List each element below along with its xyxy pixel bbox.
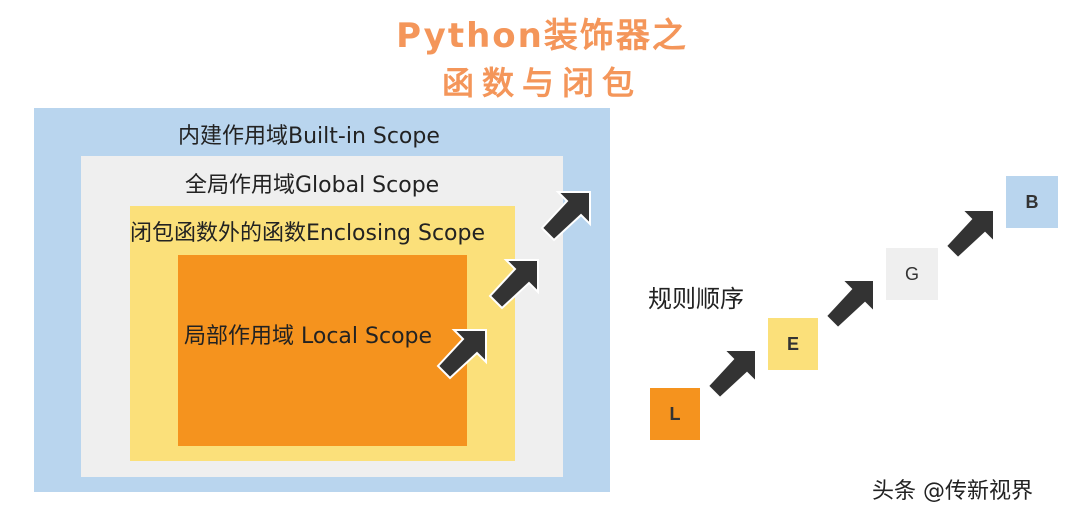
local-scope-label: 局部作用域 Local Scope bbox=[184, 324, 433, 349]
enclosing-scope-label: 闭包函数外的函数Enclosing Scope bbox=[130, 221, 486, 246]
arrow-up-right-icon bbox=[540, 188, 594, 242]
global-scope-label: 全局作用域Global Scope bbox=[185, 173, 440, 198]
builtin-scope-label: 内建作用域Built-in Scope bbox=[178, 124, 440, 149]
step-global: G bbox=[886, 248, 938, 300]
page-title: Python装饰器之 bbox=[396, 16, 688, 56]
page-subtitle: 函数与闭包 bbox=[441, 64, 642, 102]
arrow-up-right-icon bbox=[488, 256, 542, 310]
arrow-up-right-icon bbox=[824, 276, 878, 330]
order-label: 规则顺序 bbox=[648, 285, 744, 313]
arrow-up-right-icon bbox=[436, 326, 490, 380]
local-scope-box bbox=[178, 255, 467, 446]
step-enclosing: E bbox=[768, 318, 818, 370]
arrow-up-right-icon bbox=[944, 206, 998, 260]
step-builtin: B bbox=[1006, 176, 1058, 228]
step-local: L bbox=[650, 388, 700, 440]
arrow-up-right-icon bbox=[706, 346, 760, 400]
watermark: 头条 @传新视界 bbox=[872, 479, 1033, 504]
